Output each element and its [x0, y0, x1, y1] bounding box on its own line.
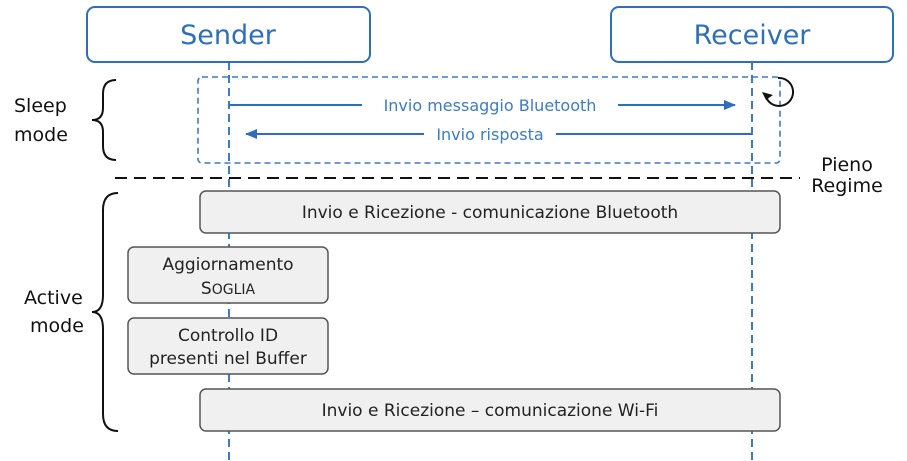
- self-loop-icon: [762, 76, 794, 107]
- threshold-update-box: [127, 246, 329, 304]
- sleep-mode-label-line2: mode: [14, 124, 68, 146]
- sleep-mode-brace: [91, 79, 117, 161]
- sender-box: [86, 6, 371, 63]
- receiver-title: Receiver: [694, 20, 812, 51]
- response-label: Invio risposta: [436, 125, 543, 144]
- sleep-mode-label-line1: Sleep: [14, 95, 67, 117]
- bluetooth-process-label: Invio e Ricezione - comunicazione Blueto…: [302, 203, 678, 223]
- buffer-check-label-line2: presenti nel Buffer: [149, 349, 307, 369]
- wifi-process-label: Invio e Ricezione – comunicazione Wi-Fi: [322, 401, 659, 421]
- steady-state-label-line2: Regime: [811, 175, 883, 197]
- threshold-rest: OGLIA: [212, 282, 256, 298]
- receiver-box: [610, 6, 894, 63]
- threshold-update-label-line1: Aggiornamento: [162, 255, 293, 275]
- buffer-check-label-line1: Controllo ID: [178, 326, 278, 346]
- sleep-mode-region: [197, 76, 781, 164]
- bluetooth-process-box: [199, 190, 781, 234]
- steady-state-label-line1: Pieno: [821, 154, 873, 176]
- response-label-bg: [424, 123, 556, 145]
- active-mode-label-line1: Active: [24, 287, 83, 309]
- active-mode-brace: [91, 192, 119, 432]
- active-mode-label-line2: mode: [30, 315, 84, 337]
- buffer-check-box: [127, 317, 329, 375]
- wifi-process-box: [199, 388, 781, 432]
- threshold-cap: S: [201, 279, 212, 299]
- sender-title: Sender: [180, 20, 277, 51]
- request-label: Invio messaggio Bluetooth: [384, 96, 597, 115]
- request-label-bg: [362, 94, 618, 116]
- threshold-update-label-line2: SOGLIA: [201, 279, 256, 299]
